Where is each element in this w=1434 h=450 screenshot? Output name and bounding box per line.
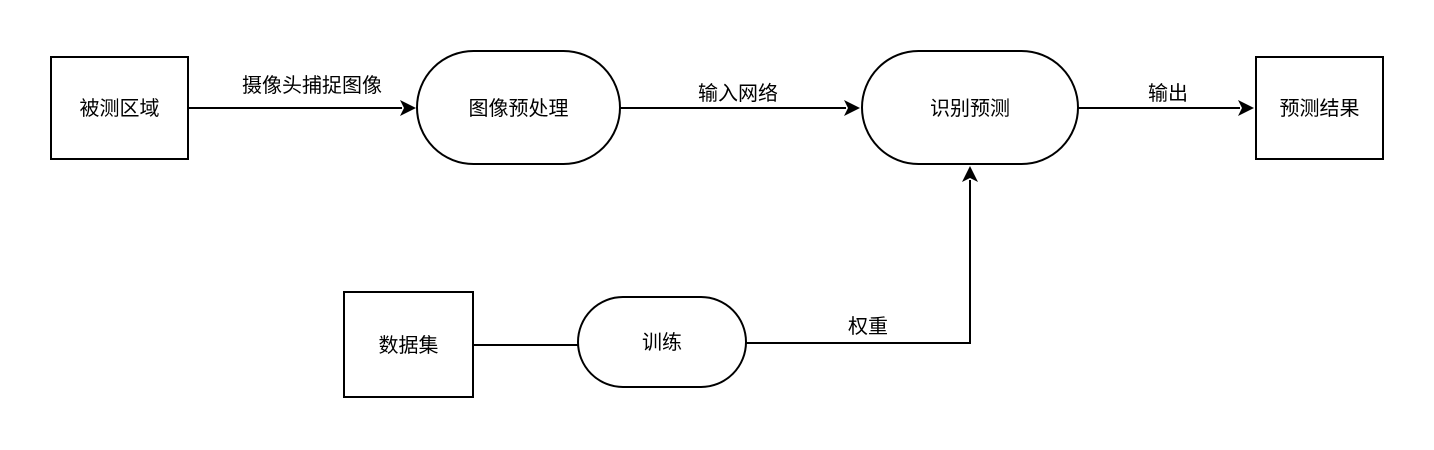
edge-output-label: 输出	[1148, 81, 1188, 105]
node-preprocess: 图像预处理	[416, 50, 621, 165]
node-recognize: 识别预测	[861, 50, 1079, 165]
node-monitored-area-label: 被测区域	[80, 96, 160, 120]
node-dataset-box	[343, 291, 474, 398]
node-monitored-area-box	[50, 56, 189, 160]
node-dataset-label: 数据集	[379, 333, 439, 357]
edge-output: 输出	[1078, 81, 1254, 116]
edge-capture-arrowhead	[400, 100, 416, 116]
node-result-box	[1255, 56, 1384, 160]
edge-weights-label: 权重	[848, 314, 888, 338]
edge-weights-arrowhead	[962, 166, 978, 182]
node-training-shape	[577, 296, 747, 388]
edge-input-network-arrowhead	[844, 100, 860, 116]
edge-capture-label: 摄像头捕捉图像	[242, 73, 382, 97]
node-result-label: 预测结果	[1280, 96, 1360, 120]
edge-input-network-label: 输入网络	[698, 81, 778, 105]
node-dataset: 数据集	[343, 291, 474, 398]
node-result: 预测结果	[1255, 56, 1384, 160]
edge-output-arrowhead	[1238, 100, 1254, 116]
edge-input-network: 输入网络	[620, 81, 860, 116]
node-preprocess-shape	[416, 50, 621, 165]
edge-weights-line	[746, 180, 971, 344]
edge-weights: 权重	[746, 166, 978, 344]
node-training: 训练	[577, 296, 747, 388]
edge-capture: 摄像头捕捉图像	[188, 73, 416, 116]
node-recognize-shape	[861, 50, 1079, 165]
node-training-label: 训练	[642, 330, 682, 354]
node-recognize-label: 识别预测	[930, 96, 1010, 120]
node-monitored-area: 被测区域	[50, 56, 189, 160]
node-preprocess-label: 图像预处理	[469, 96, 569, 120]
